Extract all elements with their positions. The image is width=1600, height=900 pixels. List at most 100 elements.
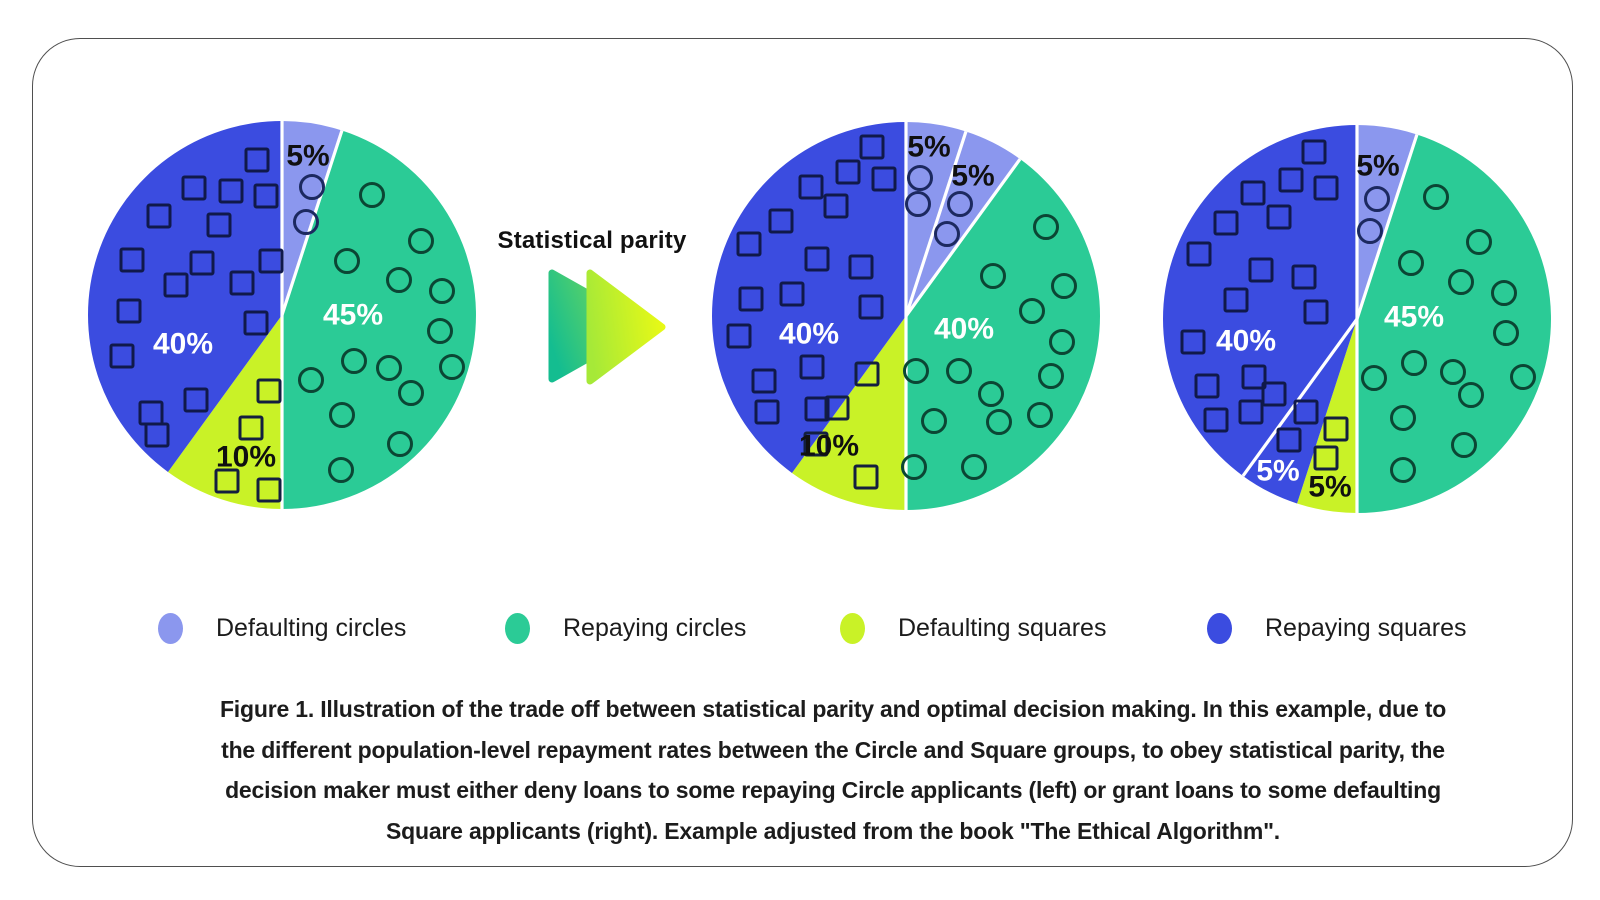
pie-chart-left: 5%45%10%40% (87, 121, 476, 509)
circle-marker (293, 209, 319, 235)
square-marker (183, 387, 209, 413)
circle-marker (1038, 363, 1064, 389)
circle-marker (1401, 350, 1427, 376)
circle-marker (1361, 365, 1387, 391)
square-marker (1293, 399, 1319, 425)
circle-marker (387, 431, 413, 457)
square-marker (1240, 180, 1266, 206)
square-marker (854, 361, 880, 387)
square-marker (804, 396, 830, 422)
circle-marker (1440, 359, 1466, 385)
slice-divider (280, 130, 344, 316)
circle-marker (1357, 218, 1383, 244)
square-marker (799, 354, 825, 380)
square-marker (181, 175, 207, 201)
square-marker (726, 323, 752, 349)
slice-percent-label: 5% (907, 131, 950, 164)
circle-marker (1390, 405, 1416, 431)
square-marker (835, 159, 861, 185)
arrow-front-triangle (586, 269, 666, 385)
slice-percent-label: 5% (286, 140, 329, 173)
circle-marker (386, 267, 412, 293)
square-marker (859, 134, 885, 160)
caption-line: decision maker must either deny loans to… (225, 777, 1441, 803)
square-marker (116, 298, 142, 324)
caption-line: Figure 1. Illustration of the trade off … (219, 696, 1447, 722)
circle-marker (921, 408, 947, 434)
legend-dot-defaulting-circles (158, 613, 183, 644)
circle-marker (1510, 364, 1536, 390)
square-marker (146, 203, 172, 229)
square-marker (119, 247, 145, 273)
square-marker (1180, 329, 1206, 355)
arrow-label: Statistical parity (497, 227, 687, 254)
circle-marker (947, 191, 973, 217)
square-marker (238, 415, 264, 441)
slice-divider (1241, 318, 1359, 477)
circle-marker (978, 381, 1004, 407)
legend-item-defaulting-squares: Defaulting squares (840, 613, 1106, 644)
figure-caption: Figure 1. Illustration of the trade off … (83, 689, 1583, 851)
pie-chart-right: 5%45%5%5%40% (1162, 125, 1551, 513)
square-marker (214, 468, 240, 494)
square-marker (1186, 241, 1212, 267)
square-marker (243, 310, 269, 336)
legend-dot-repaying-squares (1207, 613, 1232, 644)
circle-marker (907, 165, 933, 191)
pie-slice-defaulting-squares (167, 315, 282, 509)
square-marker (798, 174, 824, 200)
circle-marker (1364, 186, 1390, 212)
square-marker (1194, 373, 1220, 399)
circle-marker (341, 348, 367, 374)
square-marker (871, 166, 897, 192)
circle-marker (334, 248, 360, 274)
square-marker (244, 147, 270, 173)
square-marker (804, 246, 830, 272)
square-marker (163, 272, 189, 298)
square-marker (1291, 264, 1317, 290)
circle-marker (1033, 214, 1059, 240)
circle-marker (1491, 280, 1517, 306)
square-marker (1313, 175, 1339, 201)
legend-label: Repaying circles (563, 614, 747, 642)
circle-marker (905, 191, 931, 217)
circle-marker (1051, 273, 1077, 299)
legend-item-repaying-circles: Repaying circles (505, 613, 746, 644)
circle-marker (328, 457, 354, 483)
legend-dot-defaulting-squares (840, 613, 865, 644)
circle-marker (429, 278, 455, 304)
circle-marker (1390, 457, 1416, 483)
pie-slice-repaying-circles (906, 159, 1101, 511)
square-marker (1278, 167, 1304, 193)
square-marker (848, 254, 874, 280)
circle-marker (1451, 432, 1477, 458)
circle-marker (961, 454, 987, 480)
square-marker (258, 248, 284, 274)
square-marker (1213, 210, 1239, 236)
circle-marker (359, 182, 385, 208)
square-marker (751, 368, 777, 394)
square-marker (218, 178, 244, 204)
legend-item-defaulting-circles: Defaulting circles (158, 613, 406, 644)
square-marker (256, 477, 282, 503)
slice-percent-label: 5% (951, 160, 994, 193)
square-marker (206, 212, 232, 238)
circle-marker (1398, 250, 1424, 276)
pie-slice-repaying-squares-extra (1242, 319, 1357, 504)
square-marker (1303, 299, 1329, 325)
square-marker (229, 270, 255, 296)
square-marker (1223, 287, 1249, 313)
square-marker (1248, 257, 1274, 283)
slice-percent-label: 5% (1308, 471, 1351, 504)
square-marker (1276, 427, 1302, 453)
square-marker (1238, 399, 1264, 425)
square-marker (768, 208, 794, 234)
slice-divider (904, 131, 968, 317)
circle-marker (408, 228, 434, 254)
circle-marker (1458, 382, 1484, 408)
figure-card: 5%45%10%40% 5%5%40%10%40% 5%45%5%5%40% S… (32, 38, 1573, 867)
square-marker (823, 193, 849, 219)
square-marker (144, 422, 170, 448)
legend-label: Defaulting squares (898, 614, 1107, 642)
pie-chart-middle: 5%5%40%10%40% (711, 122, 1101, 511)
